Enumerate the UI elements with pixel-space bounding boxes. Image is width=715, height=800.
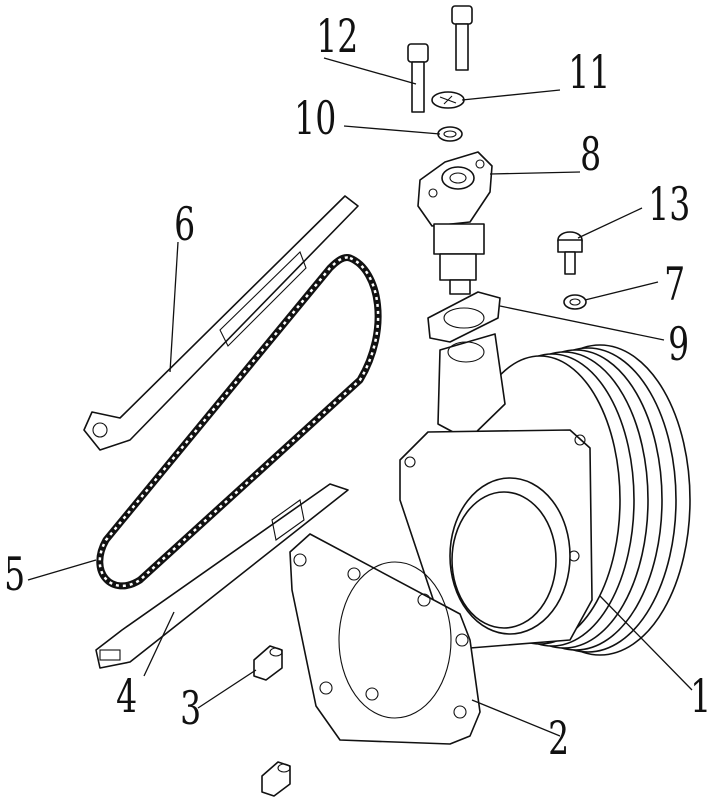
- bolt-12: [407, 5, 473, 113]
- leader-3: [197, 669, 257, 709]
- dowel-pin-3: [253, 645, 291, 797]
- callout-7: 7: [664, 259, 685, 312]
- timing-chain-5: [96, 254, 382, 590]
- o-ring-10: [437, 126, 463, 142]
- callout-5: 5: [4, 549, 25, 602]
- callout-11: 11: [568, 47, 610, 100]
- callout-9: 9: [668, 319, 689, 372]
- screw-11: [431, 91, 465, 109]
- leader-11: [461, 89, 561, 101]
- callout-1: 1: [690, 671, 711, 724]
- leader-12: [323, 57, 417, 85]
- leader-10: [343, 125, 441, 135]
- chain-guide-6: [83, 195, 359, 451]
- leader-4: [143, 611, 175, 677]
- callout-3: 3: [180, 683, 201, 736]
- callout-2: 2: [548, 713, 569, 766]
- leader-lines: [27, 57, 693, 737]
- leader-1: [599, 595, 693, 691]
- leader-13: [577, 207, 643, 239]
- callout-8: 8: [580, 129, 601, 182]
- leader-5: [27, 559, 97, 581]
- leader-9: [499, 305, 665, 341]
- callout-13: 13: [648, 179, 690, 232]
- cylinder-1: [399, 333, 691, 656]
- base-gasket-2: [289, 533, 481, 745]
- plug-bolt-13: [557, 231, 583, 275]
- leader-7: [584, 281, 659, 301]
- callout-12: 12: [316, 11, 358, 64]
- leader-2: [471, 699, 561, 737]
- gasket-9: [427, 291, 501, 343]
- leader-6: [169, 241, 179, 373]
- leader-8: [489, 171, 581, 175]
- callout-labels: 12 11 10 8 13 6 7 9 5 4 3 1 2: [4, 11, 711, 766]
- callout-10: 10: [294, 93, 336, 146]
- washer-7: [563, 294, 587, 310]
- chain-slipper-4: [95, 483, 349, 669]
- callout-6: 6: [174, 199, 195, 252]
- tensioner-8: [417, 151, 493, 295]
- callout-4: 4: [116, 671, 137, 724]
